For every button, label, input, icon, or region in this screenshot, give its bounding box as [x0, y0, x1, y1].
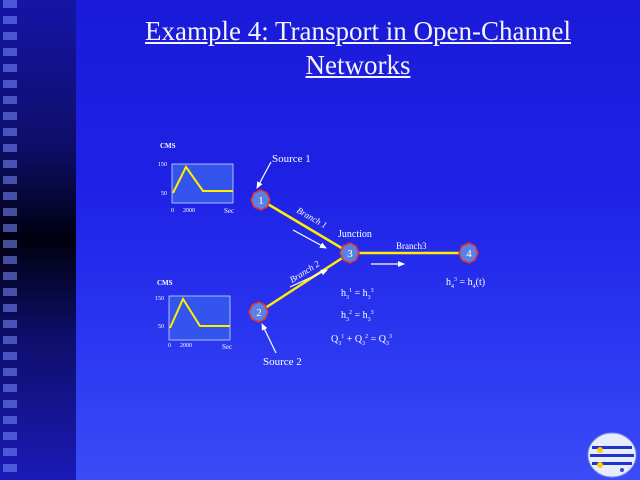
hydrograph-2-x-tick: 2000	[180, 343, 192, 349]
hydrograph-1-x-tick: 2000	[183, 208, 195, 214]
hydrograph-1-x-zero: 0	[171, 208, 174, 214]
node-2: 2	[248, 301, 269, 323]
hydrograph-1-y-low: 50	[161, 191, 167, 197]
equation-h2-h3: h32 = h33	[341, 310, 374, 323]
hydrograph-1-curve	[172, 165, 233, 194]
hydrograph-2-x-zero: 0	[168, 343, 171, 349]
equation-flow-sum: Q31 + Q32 = Q33	[331, 334, 392, 347]
hydrograph-1-x-unit: Sec	[224, 207, 234, 215]
node-1-label: 1	[258, 195, 264, 207]
branch-1-line	[260, 198, 351, 255]
hydrograph-2-units: CMS	[157, 279, 173, 287]
node-1: 1	[250, 189, 271, 211]
hydrograph-source-2: CMS 150 50 0 2000 Sec	[155, 279, 232, 351]
hydrograph-2-x-unit: Sec	[222, 343, 232, 351]
hydrograph-1-units: CMS	[160, 142, 176, 150]
sidebar-decoration	[0, 0, 76, 480]
hydrograph-source-1: CMS 150 50 0 2000 Sec	[158, 142, 234, 215]
hydrograph-2-y-high: 150	[155, 296, 164, 302]
sidebar-dots	[3, 0, 17, 480]
source-2-label: Source 2	[263, 356, 302, 368]
node-2-label: 2	[256, 307, 262, 319]
flow-arrow-branch-2	[289, 269, 328, 288]
title-line-2: Networks	[305, 50, 411, 80]
source-1-pointer	[256, 161, 272, 189]
hydrograph-2-frame	[168, 295, 231, 341]
flow-arrow-branch-1	[292, 229, 327, 249]
hydrograph-1-frame	[171, 163, 234, 204]
source-2-pointer	[261, 323, 277, 354]
node-4: 4	[458, 242, 479, 264]
branch-2-line	[258, 251, 351, 314]
node-4-label: 4	[466, 248, 472, 260]
hydrograph-2-curve	[169, 296, 230, 329]
node-3-label: 3	[347, 248, 353, 260]
node-3: 3	[339, 242, 360, 264]
institution-logo	[587, 432, 637, 478]
equation-h1-h3: h31 = h33	[341, 288, 374, 301]
branch-3-label: Branch3	[396, 241, 427, 251]
branch-1-label: Branch 1	[295, 205, 329, 230]
junction-label: Junction	[338, 229, 372, 240]
title-line-1: Example 4: Transport in Open-Channel	[145, 16, 571, 46]
slide-title: Example 4: Transport in Open-Channel Net…	[76, 14, 640, 82]
source-1-label: Source 1	[272, 153, 311, 165]
hydrograph-1-y-high: 150	[158, 162, 167, 168]
equation-boundary: h43 = h4(t)	[446, 277, 485, 290]
hydrograph-2-y-low: 50	[158, 324, 164, 330]
